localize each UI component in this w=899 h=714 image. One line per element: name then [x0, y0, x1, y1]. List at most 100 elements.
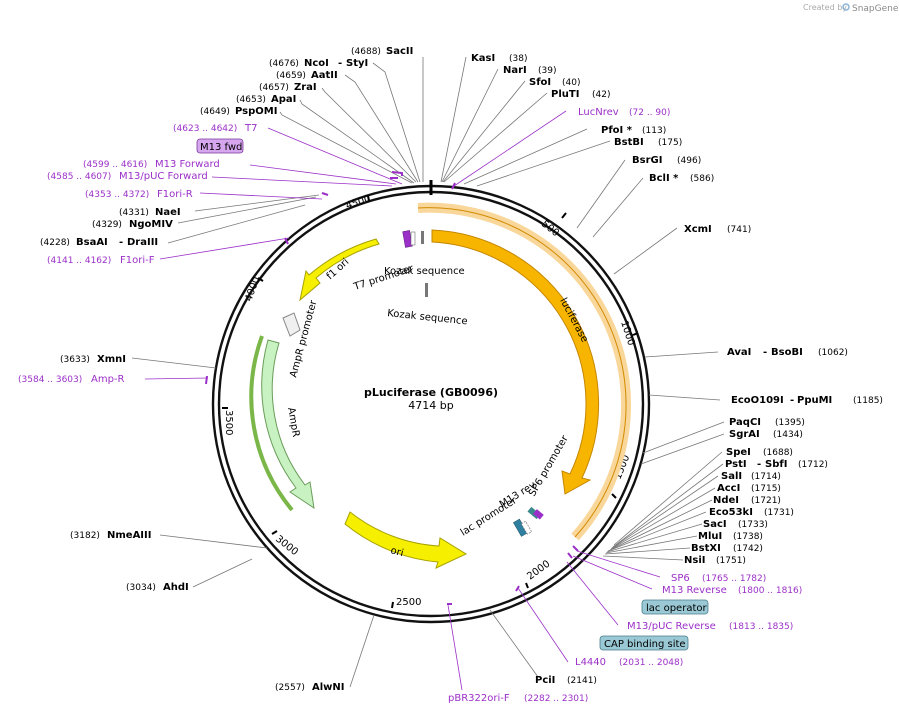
tick-mark [257, 277, 264, 282]
tick-label-3000: 3000 [273, 534, 300, 558]
site-ahdi-pos: (3034) [126, 583, 156, 593]
site-bsaai-pos: (4228) [40, 238, 70, 248]
site-xmni-pos: (3633) [60, 355, 90, 365]
primer-t7-range: (4623 .. 4642) [173, 124, 237, 134]
feature-ampr-label: AmpR [285, 407, 301, 438]
primer-f1ori-f-range: (4141 .. 4162) [47, 256, 111, 266]
feature-cap-site-mark [520, 520, 533, 535]
site-ppumi[interactable]: PpuMI [797, 395, 832, 406]
feature-luciferase[interactable] [431, 229, 600, 495]
site-ngomiv[interactable]: NgoMIV [129, 219, 173, 230]
site-bcli-pos: (586) [690, 174, 714, 184]
plasmid-length: 4714 bp [408, 399, 453, 412]
site-aatii[interactable]: AatII [311, 70, 338, 81]
site-xmni[interactable]: XmnI [97, 354, 126, 365]
site-ahdi[interactable]: AhdI [163, 582, 189, 593]
feature-ampr-promoter[interactable] [282, 312, 301, 337]
site-apai[interactable]: ApaI [271, 94, 296, 105]
primer-m13-fwd-box[interactable] [196, 138, 244, 154]
feature-m13-rev[interactable] [533, 509, 544, 520]
site-kasi[interactable]: KasI [471, 53, 495, 64]
primer-amp-r[interactable]: Amp-R [91, 374, 125, 385]
site-sbfi[interactable]: SbfI [765, 459, 787, 470]
site-bstbi-pos: (175) [658, 138, 682, 148]
site-sfoi-pos: (40) [562, 78, 580, 88]
cap-binding-site-label: CAP binding site [604, 639, 686, 650]
primer-f1ori-r[interactable]: F1ori-R [157, 189, 193, 200]
site-styi[interactable]: StyI [346, 58, 368, 69]
feature-kozak-sequence-1[interactable] [421, 231, 424, 244]
site-eco53ki[interactable]: Eco53kI [709, 507, 753, 518]
site-xcmi[interactable]: XcmI [684, 224, 712, 235]
primer-t7[interactable]: T7 [244, 123, 257, 134]
primer-pbr322ori-f[interactable]: pBR322ori-F [448, 693, 510, 704]
primer-sp6-range: (1765 .. 1782) [702, 574, 766, 584]
site-bsaai[interactable]: BsaAI [76, 237, 108, 248]
site-naei[interactable]: NaeI [155, 207, 181, 218]
site-avai-pos: (1062) [818, 348, 848, 358]
site-spei-pos: (1688) [763, 448, 793, 458]
primer-sp6[interactable]: SP6 [671, 573, 690, 584]
site-psti[interactable]: PstI [725, 459, 747, 470]
site-pluti[interactable]: PluTI [551, 89, 579, 100]
primer-m13-fwd: M13 fwd [200, 142, 242, 153]
primer-m13puc-forward-range: (4585 .. 4607) [47, 172, 111, 182]
site-pluti-pos: (42) [592, 90, 610, 100]
primer-f1ori-f[interactable]: F1ori-F [120, 255, 155, 266]
feature-ampr[interactable] [261, 339, 315, 510]
site-zrai[interactable]: ZraI [294, 82, 317, 93]
site-bstbi[interactable]: BstBI [614, 137, 644, 148]
site-sfoi[interactable]: SfoI [529, 77, 551, 88]
site-spei[interactable]: SpeI [726, 447, 751, 458]
tick-mark [632, 332, 639, 336]
tick-mark [561, 212, 567, 219]
site-sacii[interactable]: SacII [386, 46, 413, 57]
primer-m13puc-reverse[interactable]: M13/pUC Reverse [627, 621, 716, 632]
feature-f1ori[interactable] [299, 238, 380, 302]
site-acci[interactable]: AccI [717, 483, 740, 494]
primer-lucnrev[interactable]: LucNrev [578, 107, 619, 118]
site-kasi-pos: (38) [509, 54, 527, 64]
site-paqci[interactable]: PaqCI [729, 417, 761, 428]
site-pfoi[interactable]: PfoI * [601, 125, 633, 136]
site-sali[interactable]: SalI [721, 471, 742, 482]
lac-operator-box[interactable] [641, 599, 709, 615]
primer-m13-forward[interactable]: M13 Forward [155, 159, 220, 170]
site-draiii[interactable]: DraIII [127, 237, 158, 248]
site-sgrai[interactable]: SgrAI [729, 429, 760, 440]
primer-l4440[interactable]: L4440 [575, 657, 606, 668]
site-nmeaiii-pos: (3182) [70, 531, 100, 541]
site-bsrgi[interactable]: BsrGI [632, 155, 662, 166]
primer-m13puc-forward[interactable]: M13/pUC Forward [119, 171, 208, 182]
feature-luciferase-glow [417, 202, 631, 541]
cap-binding-site-box[interactable] [599, 635, 689, 651]
site-pcii[interactable]: PciI [535, 675, 555, 686]
site-ecoo109i[interactable]: EcoO109I [731, 395, 784, 406]
site-bstxi[interactable]: BstXI [691, 543, 721, 554]
site-zrai-pos: (4657) [259, 83, 289, 93]
primer-l4440-range: (2031 .. 2048) [619, 658, 683, 668]
site-mlui-pos: (1738) [733, 532, 763, 542]
primer-m13-reverse[interactable]: M13 Reverse [662, 585, 727, 596]
tick-mark [271, 530, 278, 535]
site-mlui[interactable]: MluI [698, 531, 722, 542]
site-bcli[interactable]: BclI * [649, 173, 679, 184]
site-nsii[interactable]: NsiI [684, 555, 705, 566]
site-ndei[interactable]: NdeI [713, 495, 739, 506]
site-aatii-pos: (4659) [276, 71, 306, 81]
site-pspomi-pos: (4649) [200, 107, 230, 117]
site-nmeaiii[interactable]: NmeAIII [107, 530, 151, 541]
site-bsobi[interactable]: BsoBI [771, 347, 803, 358]
site-bsrgi-pos: (496) [677, 156, 701, 166]
site-paqci-pos: (1395) [775, 418, 805, 428]
feature-ori[interactable] [344, 511, 468, 569]
site-saci[interactable]: SacI [703, 519, 727, 530]
site-alwni[interactable]: AlwNI [312, 682, 345, 693]
site-pspomi[interactable]: PspOMI [235, 106, 277, 117]
tick-mark [367, 195, 370, 202]
feature-kozak-sequence-2[interactable] [425, 283, 428, 297]
site-avai[interactable]: AvaI [727, 347, 751, 358]
site-ncoi[interactable]: NcoI [304, 58, 329, 69]
site-nari-pos: (39) [538, 66, 556, 76]
site-nari[interactable]: NarI [503, 65, 527, 76]
